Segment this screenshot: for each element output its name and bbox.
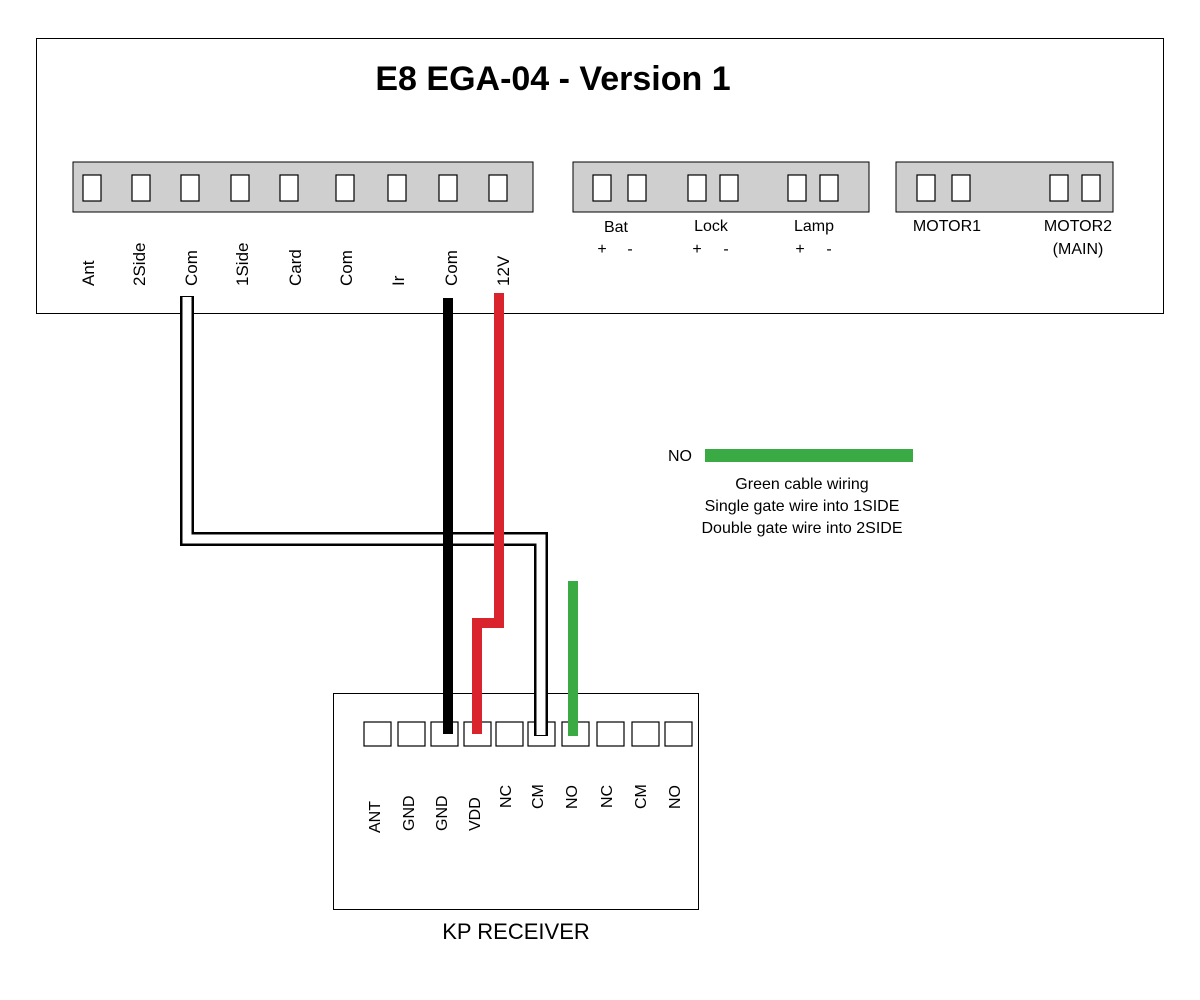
terminal-2side bbox=[131, 174, 151, 202]
board-title: E8 EGA-04 - Version 1 bbox=[375, 60, 730, 98]
label-bat: Bat bbox=[604, 219, 629, 236]
legend-line-1: Green cable wiring bbox=[735, 476, 868, 493]
terminal-com-1 bbox=[180, 174, 200, 202]
terminal-bat-plus bbox=[592, 174, 612, 202]
terminal-card bbox=[279, 174, 299, 202]
label-com-3: Com bbox=[442, 250, 461, 286]
rx-label-nc-2: NC bbox=[599, 785, 616, 808]
terminal-motor1-b bbox=[951, 174, 971, 202]
label-motor1: MOTOR1 bbox=[913, 218, 981, 235]
rx-label-gnd-2: GND bbox=[434, 795, 451, 831]
label-ir: Ir bbox=[389, 275, 408, 286]
motor-terminal-blocks bbox=[916, 174, 1101, 202]
left-terminal-labels: Ant 2Side Com 1Side Card Com Ir Com 12V bbox=[79, 243, 513, 286]
rx-terminal-ant bbox=[363, 721, 392, 747]
label-lamp-minus: - bbox=[826, 241, 831, 258]
terminal-ant bbox=[82, 174, 102, 202]
label-lamp-plus: + bbox=[795, 241, 804, 258]
rx-terminal-gnd-1 bbox=[397, 721, 426, 747]
terminal-ir bbox=[387, 174, 407, 202]
terminal-12v bbox=[488, 174, 508, 202]
terminal-lock-plus bbox=[687, 174, 707, 202]
rx-label-no-1: NO bbox=[564, 785, 581, 809]
receiver-title: KP RECEIVER bbox=[442, 919, 590, 944]
legend-line-3: Double gate wire into 2SIDE bbox=[702, 520, 903, 537]
label-bat-plus: + bbox=[597, 241, 606, 258]
label-2side: 2Side bbox=[130, 243, 149, 286]
label-12v: 12V bbox=[494, 255, 513, 286]
legend-green-line bbox=[705, 449, 913, 462]
label-com-1: Com bbox=[182, 250, 201, 286]
white-com-wire-fill bbox=[182, 297, 546, 735]
label-motor2-main: (MAIN) bbox=[1053, 241, 1104, 258]
label-1side: 1Side bbox=[233, 243, 252, 286]
white-com-wire bbox=[180, 296, 548, 736]
terminal-motor2-b bbox=[1081, 174, 1101, 202]
terminal-com-2 bbox=[335, 174, 355, 202]
rx-terminal-cm-2 bbox=[631, 721, 660, 747]
power-terminal-blocks bbox=[592, 174, 839, 202]
label-lock: Lock bbox=[694, 218, 729, 235]
legend-label: NO bbox=[668, 448, 692, 465]
rx-label-cm-2: CM bbox=[633, 784, 650, 809]
label-lock-minus: - bbox=[723, 241, 728, 258]
rx-terminal-nc-2 bbox=[596, 721, 625, 747]
receiver-terminal-labels: ANT GND GND VDD NC CM NO NC CM NO bbox=[367, 784, 684, 833]
rx-terminal-nc-1 bbox=[495, 721, 524, 747]
red-12v-wire bbox=[472, 293, 504, 734]
label-lamp: Lamp bbox=[794, 218, 834, 235]
left-terminal-blocks bbox=[82, 174, 508, 202]
rx-label-no-2: NO bbox=[667, 785, 684, 809]
rx-label-nc-1: NC bbox=[498, 785, 515, 808]
receiver-terminal-blocks bbox=[363, 721, 693, 747]
legend-line-2: Single gate wire into 1SIDE bbox=[705, 498, 900, 515]
label-com-2: Com bbox=[337, 250, 356, 286]
terminal-bat-minus bbox=[627, 174, 647, 202]
terminal-lamp-plus bbox=[787, 174, 807, 202]
label-bat-minus: - bbox=[627, 241, 632, 258]
terminal-1side bbox=[230, 174, 250, 202]
rx-label-vdd: VDD bbox=[467, 797, 484, 831]
terminal-motor1-a bbox=[916, 174, 936, 202]
label-motor2: MOTOR2 bbox=[1044, 218, 1112, 235]
rx-terminal-no-2 bbox=[664, 721, 693, 747]
rx-label-cm-1: CM bbox=[530, 784, 547, 809]
terminal-com-3 bbox=[438, 174, 458, 202]
terminal-lock-minus bbox=[719, 174, 739, 202]
terminal-motor2-a bbox=[1049, 174, 1069, 202]
terminal-lamp-minus bbox=[819, 174, 839, 202]
label-card: Card bbox=[286, 249, 305, 286]
rx-label-gnd-1: GND bbox=[401, 795, 418, 831]
label-ant: Ant bbox=[79, 260, 98, 286]
label-lock-plus: + bbox=[692, 241, 701, 258]
rx-label-ant: ANT bbox=[367, 801, 384, 833]
